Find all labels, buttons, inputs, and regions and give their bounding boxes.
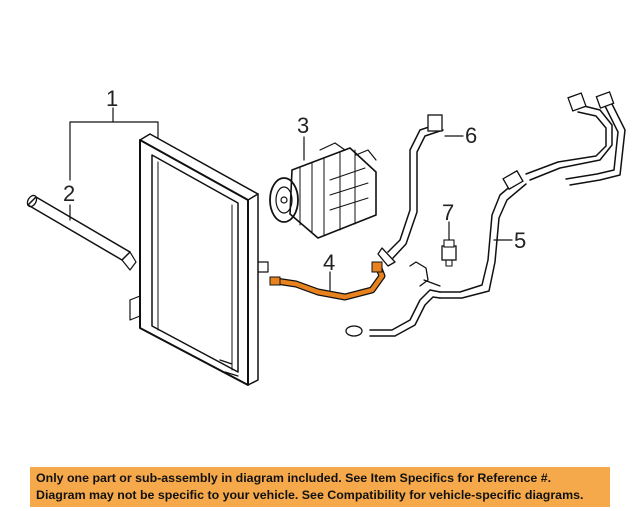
suction-hose — [377, 114, 444, 267]
disclaimer-line-2: Diagram may not be specific to your vehi… — [36, 488, 584, 502]
leader-lines — [69, 107, 513, 291]
liquid-line — [345, 91, 626, 337]
condenser — [129, 133, 269, 386]
callout-7: 7 — [442, 200, 454, 225]
disclaimer-banner: Only one part or sub-assembly in diagram… — [30, 467, 610, 507]
callout-3: 3 — [297, 113, 309, 138]
callout-5: 5 — [514, 228, 526, 253]
disclaimer-line-1: Only one part or sub-assembly in diagram… — [36, 471, 552, 485]
pressure-switch — [441, 239, 457, 267]
callout-4: 4 — [323, 250, 335, 275]
callout-6: 6 — [465, 123, 477, 148]
parts-diagram: 1 2 3 4 5 6 7 — [26, 86, 626, 386]
callout-2: 2 — [63, 181, 75, 206]
discharge-hose — [269, 261, 386, 301]
callout-1: 1 — [106, 86, 118, 111]
ac-compressor — [269, 142, 377, 239]
receiver-drier — [26, 194, 137, 271]
